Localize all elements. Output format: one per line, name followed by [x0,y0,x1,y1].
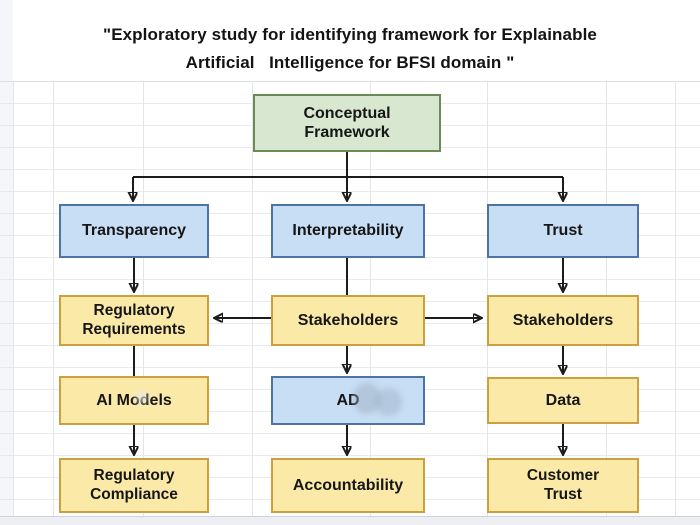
node-ai-models: AI Models [59,376,209,425]
grid-vline [53,82,54,518]
node-accountability: Accountability [271,458,425,513]
node-ad: AD [271,376,425,425]
title-line-2: Artificial Intelligence for BFSI domain … [185,53,515,72]
sheet-bottom-edge [0,516,700,525]
node-data: Data [487,377,639,424]
grid-vline [13,82,14,518]
page-title: "Exploratory study for identifying frame… [0,21,700,77]
node-interpretability: Interpretability [271,204,425,258]
grid-vline [675,82,676,518]
grid-vline [252,82,253,518]
node-regulatory-compliance: Regulatory Compliance [59,458,209,513]
node-conceptual-framework: Conceptual Framework [253,94,441,152]
node-transparency: Transparency [59,204,209,258]
node-customer-trust: Customer Trust [487,458,639,513]
node-regulatory-requirements: Regulatory Requirements [59,295,209,346]
node-trust: Trust [487,204,639,258]
title-line-1: "Exploratory study for identifying frame… [103,25,597,44]
node-stakeholders-middle: Stakeholders [271,295,425,346]
node-stakeholders-right: Stakeholders [487,295,639,346]
